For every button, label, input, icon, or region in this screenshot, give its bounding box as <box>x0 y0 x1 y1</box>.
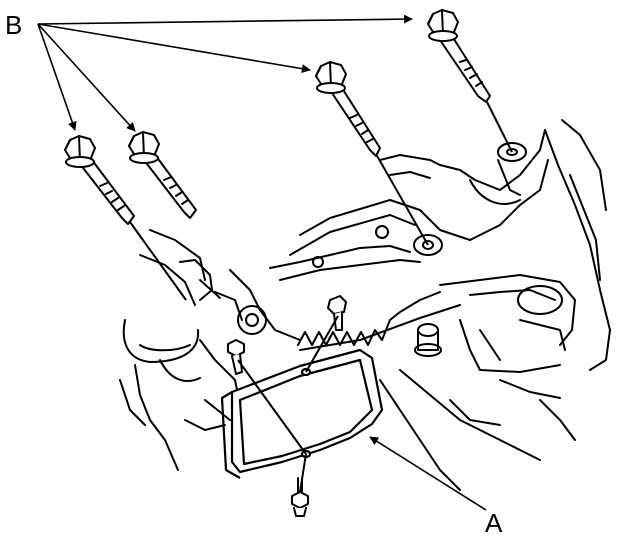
label-b: B <box>5 10 22 40</box>
bolt-1 <box>427 9 491 103</box>
bolt-small-left <box>227 339 245 375</box>
label-a: A <box>485 508 503 538</box>
bolt-small-upper <box>327 295 347 331</box>
assembly-guide-lines <box>129 99 513 493</box>
callout-leaders <box>37 14 487 511</box>
bolts <box>64 9 491 517</box>
cover-plate <box>220 348 384 479</box>
bolt-small-lower <box>291 477 309 517</box>
bolt-4 <box>128 131 197 219</box>
bolt-3 <box>64 135 135 225</box>
bolt-2 <box>315 61 381 157</box>
engine-block <box>119 119 611 491</box>
